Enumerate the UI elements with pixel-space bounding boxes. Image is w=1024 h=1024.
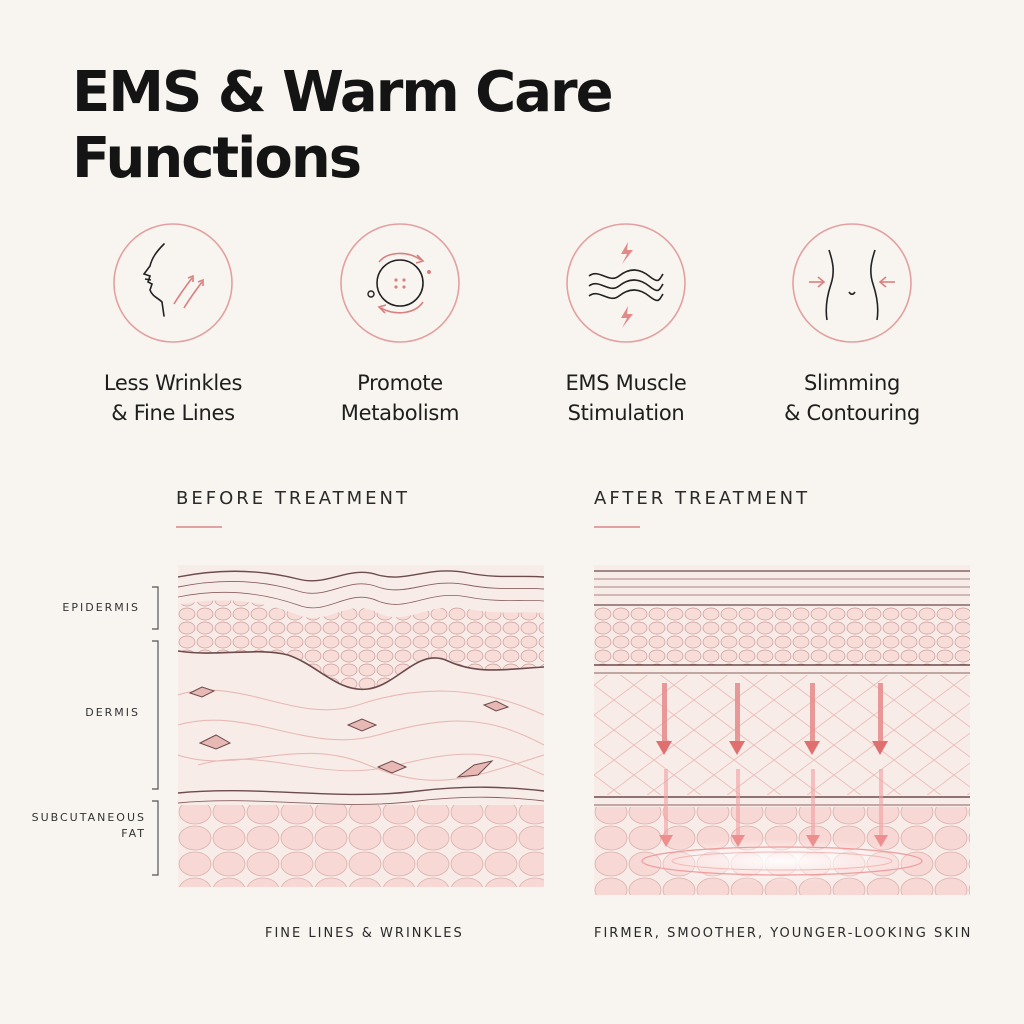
ems-arrows bbox=[656, 683, 888, 847]
after-skin-illustration bbox=[594, 565, 970, 895]
feature-label: Slimming& Contouring bbox=[784, 371, 920, 425]
face-lift-icon bbox=[113, 223, 233, 343]
after-title: AFTER TREATMENT bbox=[594, 488, 811, 509]
before-skin-illustration bbox=[178, 565, 544, 887]
before-caption: FINE LINES & WRINKLES bbox=[265, 926, 464, 941]
metabolism-cycle-icon bbox=[340, 223, 460, 343]
title-line-2: Functions bbox=[72, 126, 362, 191]
layer-brackets bbox=[152, 586, 159, 876]
after-title-rule bbox=[594, 526, 640, 528]
layer-label-epidermis: EPIDERMIS bbox=[62, 601, 140, 614]
page-title: EMS & Warm Care Functions bbox=[72, 60, 614, 192]
title-line-1: EMS & Warm Care bbox=[72, 60, 614, 125]
layer-label-dermis: DERMIS bbox=[85, 706, 140, 719]
waist-contour-icon bbox=[792, 223, 912, 343]
before-title-rule bbox=[176, 526, 222, 528]
feature-slimming-contouring: Slimming& Contouring bbox=[742, 222, 962, 428]
feature-label: Less Wrinkles& Fine Lines bbox=[103, 371, 243, 425]
after-caption: FIRMER, SMOOTHER, YOUNGER-LOOKING SKIN bbox=[594, 926, 973, 941]
feature-less-wrinkles: Less Wrinkles& Fine Lines bbox=[63, 222, 283, 428]
before-title: BEFORE TREATMENT bbox=[176, 488, 410, 509]
muscle-wave-icon bbox=[566, 223, 686, 343]
